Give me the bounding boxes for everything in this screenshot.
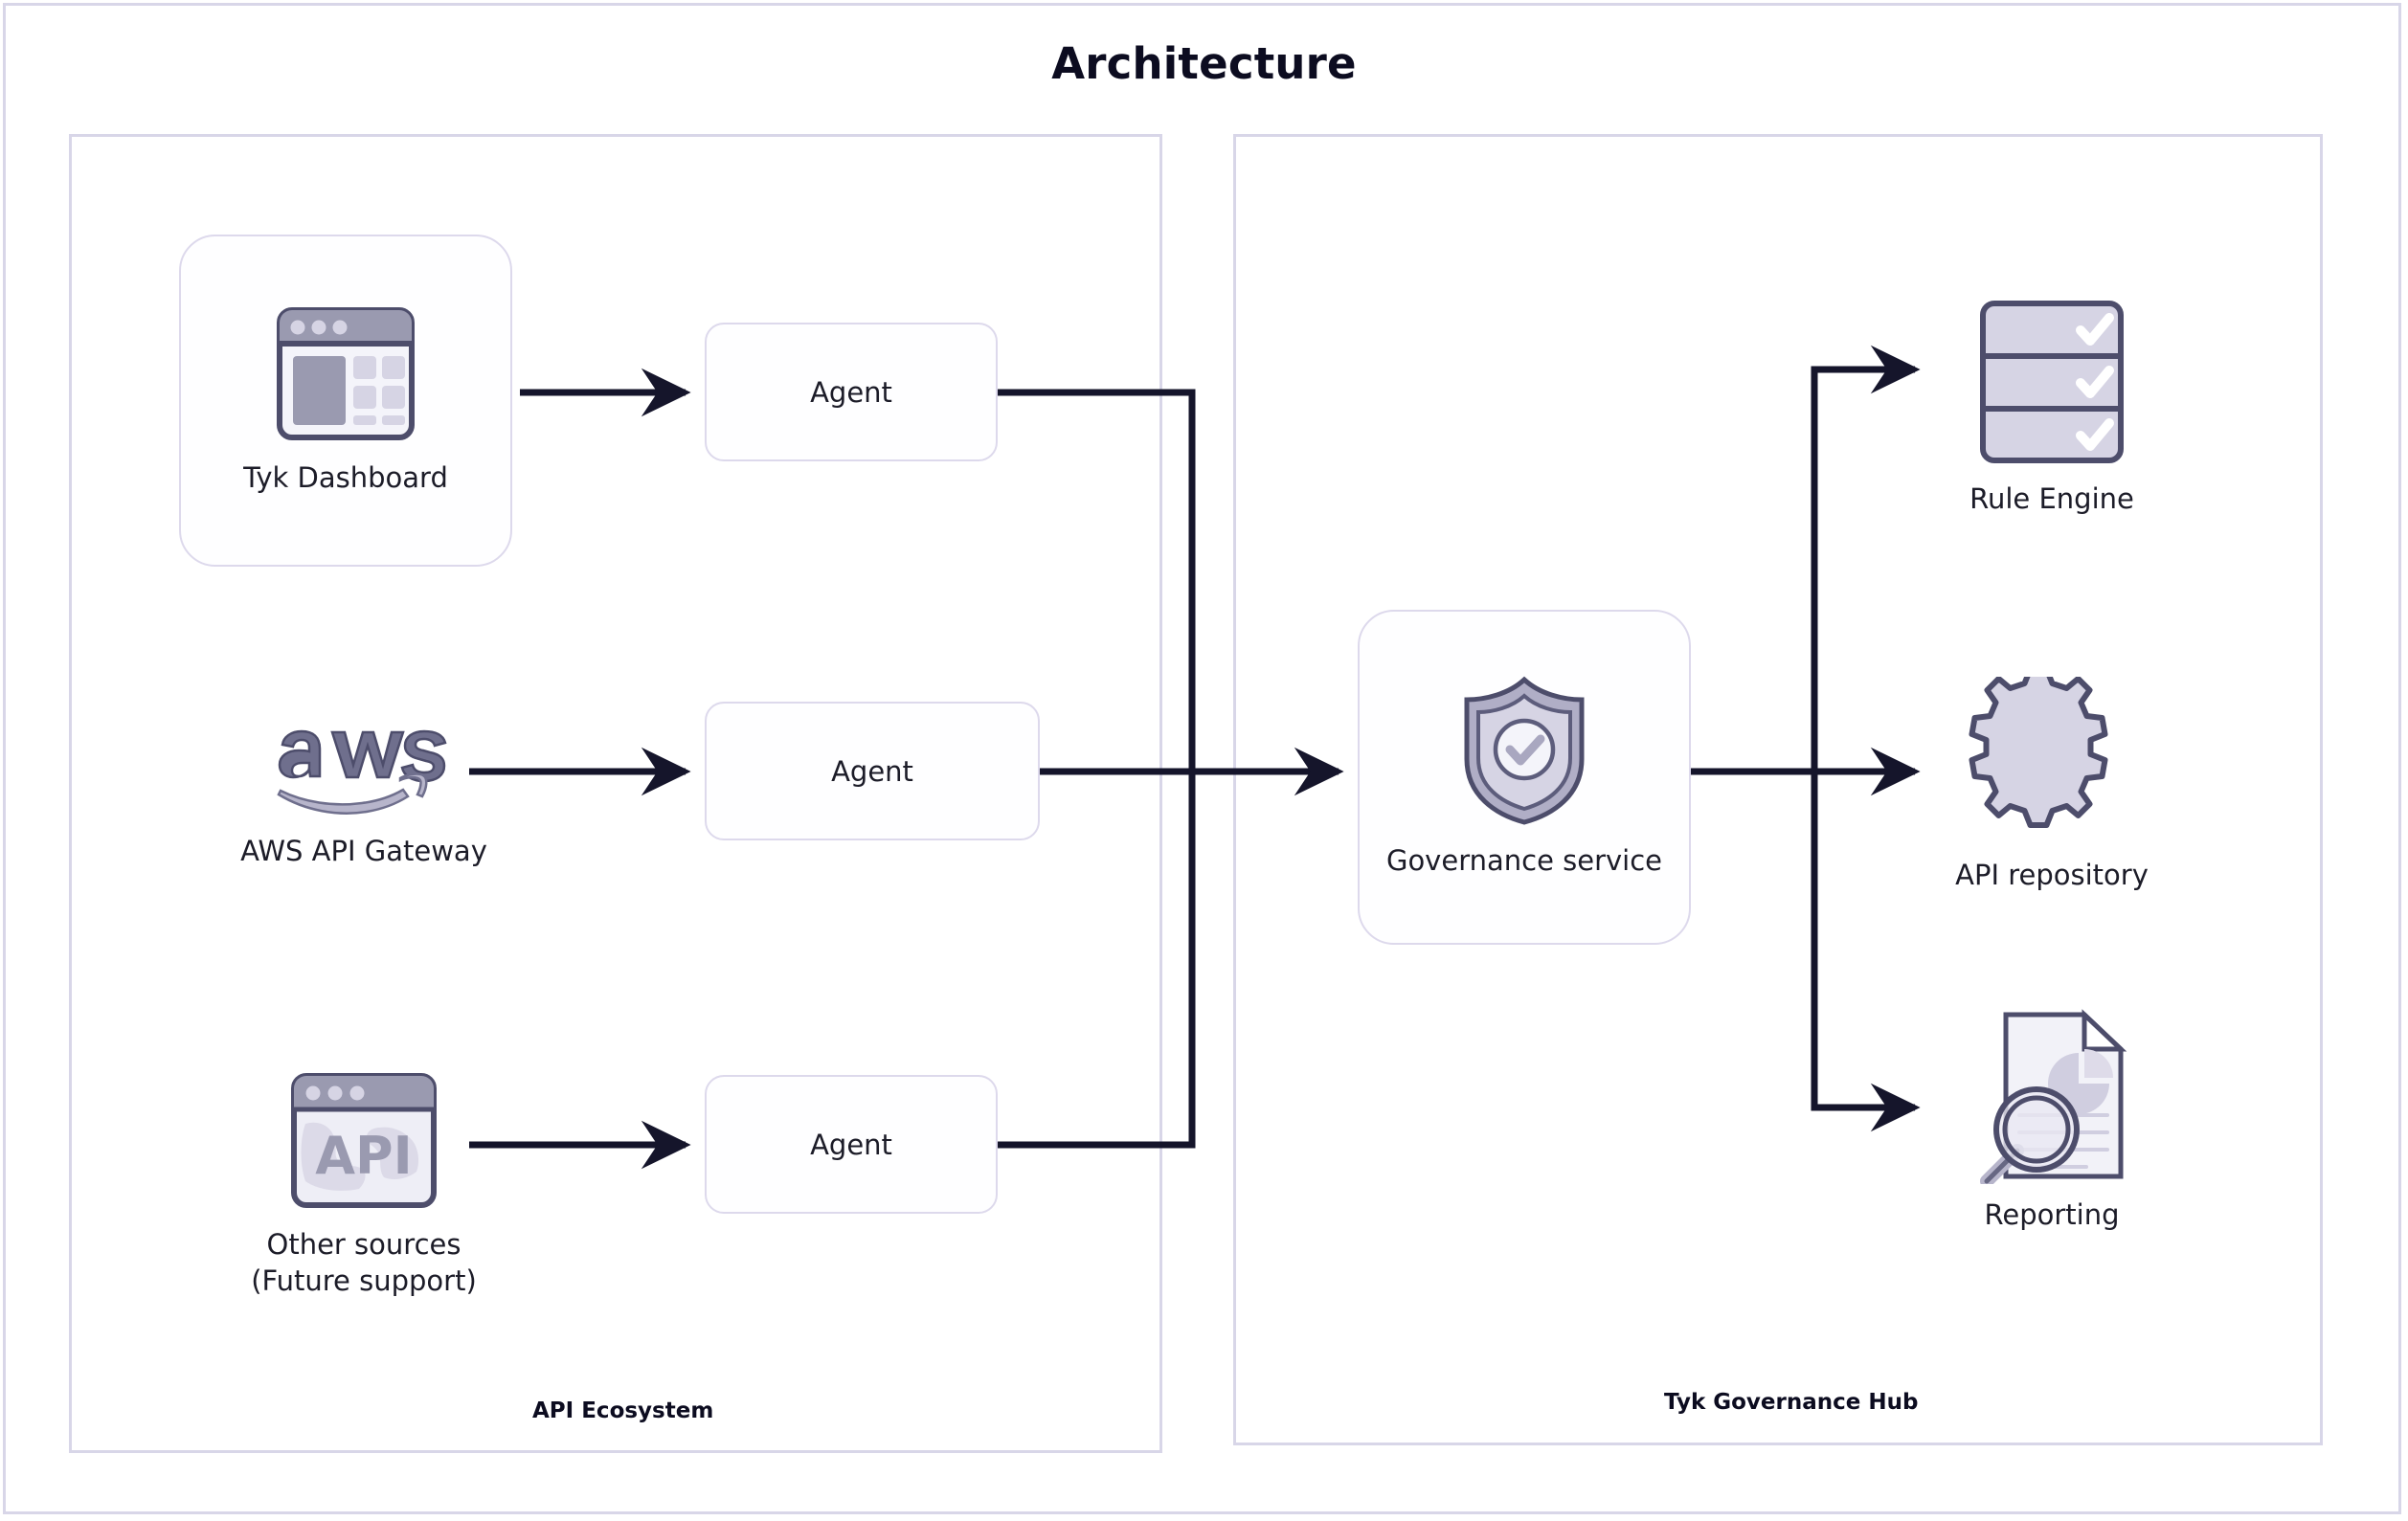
aws-logo-icon (273, 720, 455, 820)
edge-bus-to-reporting (1811, 772, 1921, 1132)
shield-check-icon (1456, 675, 1592, 826)
edge-bus-to-rule-engine (1811, 345, 1921, 772)
group-governance-hub (1233, 134, 2323, 1445)
node-aws-gateway[interactable]: AWS API Gateway (206, 689, 522, 900)
node-label-agent-1: Agent (810, 375, 892, 409)
node-label-aws-gateway: AWS API Gateway (240, 834, 487, 867)
node-label-reporting: Reporting (1984, 1197, 2120, 1231)
browser-dashboard-icon (274, 304, 417, 443)
checklist-rows-icon (1975, 296, 2128, 468)
node-label-tyk-dashboard: Tyk Dashboard (243, 461, 448, 495)
document-magnifier-chart-icon (1973, 1007, 2131, 1184)
node-agent-1[interactable]: Agent (705, 323, 998, 461)
node-label-governance-service: Governance service (1385, 844, 1663, 878)
edge-agent-1-to-bus (998, 389, 1196, 772)
edge-agent-3-to-bus (998, 772, 1196, 1149)
node-tyk-dashboard[interactable]: Tyk Dashboard (179, 235, 512, 567)
node-label-agent-2: Agent (831, 754, 913, 788)
browser-api-globe-icon: API (288, 1070, 439, 1214)
svg-text:API: API (315, 1126, 412, 1186)
node-agent-3[interactable]: Agent (705, 1075, 998, 1214)
node-other-sources[interactable]: API Other sources (Future support) (206, 1032, 522, 1338)
node-reporting[interactable]: Reporting (1913, 976, 2191, 1264)
group-label-governance-hub: Tyk Governance Hub (1664, 1390, 1919, 1415)
node-agent-2[interactable]: Agent (705, 702, 1040, 840)
node-label-agent-3: Agent (810, 1128, 892, 1161)
group-label-api-ecosystem: API Ecosystem (532, 1398, 714, 1423)
node-api-repository[interactable]: API repository (1913, 660, 2191, 909)
diagram-title: Architecture (1051, 38, 1357, 89)
node-label-api-repository: API repository (1955, 858, 2149, 891)
node-governance-service[interactable]: Governance service (1358, 610, 1691, 945)
node-label-other-sources: Other sources (Future support) (251, 1228, 477, 1297)
group-api-ecosystem (69, 134, 1162, 1453)
node-label-rule-engine: Rule Engine (1969, 482, 2134, 516)
gear-icon (1969, 676, 2136, 844)
node-rule-engine[interactable]: Rule Engine (1913, 278, 2191, 536)
